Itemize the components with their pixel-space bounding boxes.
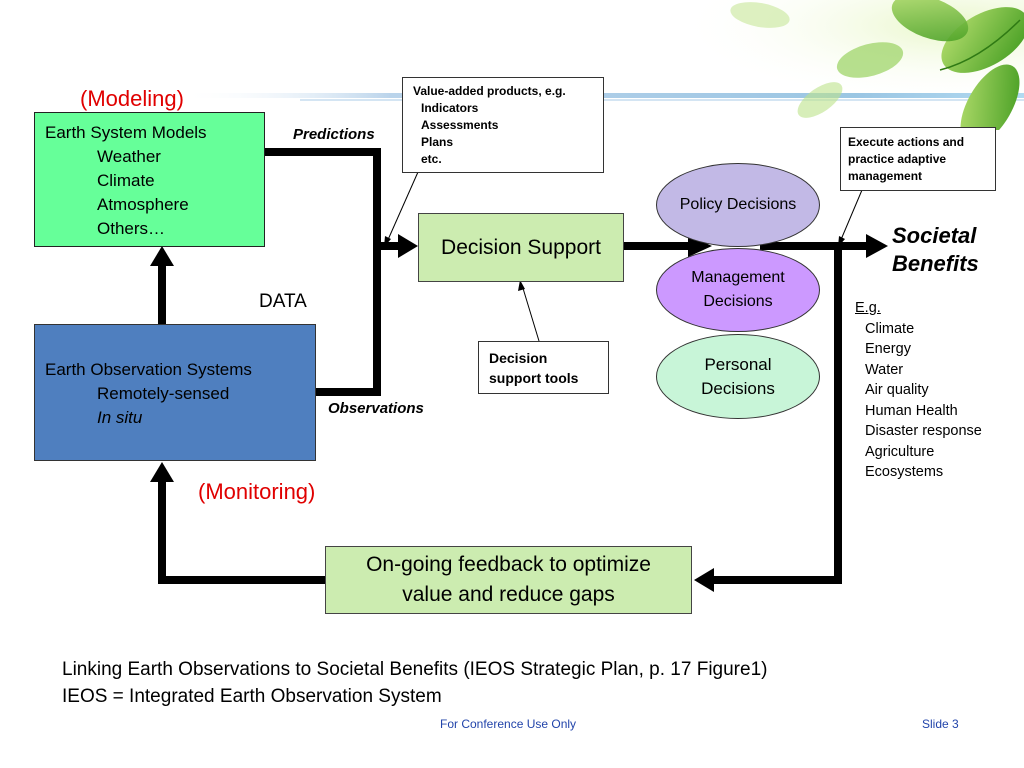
into-decision-support-arrowhead — [398, 234, 418, 258]
benefit-item: Air quality — [865, 382, 929, 398]
esm-item-climate: Climate — [97, 171, 155, 190]
feedback-line-1: On-going feedback to optimize — [366, 553, 651, 576]
policy-decisions-ellipse: Policy Decisions — [656, 163, 820, 247]
tools-line-1: Decision — [489, 350, 548, 366]
personal-decisions-ellipse: Personal Decisions — [656, 334, 820, 419]
execute-line-2: practice adaptive — [848, 152, 947, 166]
policy-decisions-label: Policy Decisions — [679, 196, 797, 213]
earth-observation-systems-box: Earth Observation Systems Remotely-sense… — [34, 324, 316, 461]
observations-label: Observations — [328, 400, 424, 417]
feedback-line-2: value and reduce gaps — [402, 583, 615, 606]
value-added-item-indicators: Indicators — [421, 101, 479, 115]
eos-to-esm-arrowhead — [150, 246, 174, 266]
decision-support-label: Decision Support — [441, 235, 601, 259]
esm-item-others: Others… — [97, 219, 166, 238]
benefit-item: Human Health — [865, 402, 958, 419]
execute-actions-callout: Execute actions and practice adaptive ma… — [840, 127, 996, 191]
benefit-item: Disaster response — [865, 423, 982, 439]
societal-benefits-list: E.g. Climate Energy Water Air quality Hu… — [855, 298, 982, 483]
figure-caption: Linking Earth Observations to Societal B… — [62, 656, 767, 710]
societal-benefits-line-1: Societal — [892, 223, 977, 248]
decision-support-box: Decision Support — [418, 213, 624, 282]
caption-line-2: IEOS = Integrated Earth Observation Syst… — [62, 686, 442, 707]
earth-system-models-box: Earth System Models Weather Climate Atmo… — [34, 112, 265, 247]
caption-line-1: Linking Earth Observations to Societal B… — [62, 659, 768, 680]
societal-benefits-line-2: Benefits — [892, 251, 979, 276]
value-added-title: Value-added products, e.g. — [413, 84, 566, 98]
feedback-arrowhead — [694, 568, 714, 592]
value-added-item-assessments: Assessments — [421, 118, 499, 132]
benefit-item: Water — [865, 361, 904, 378]
execute-pointer — [839, 189, 863, 243]
personal-line-2: Decisions — [701, 378, 775, 398]
esm-title: Earth System Models — [45, 123, 207, 142]
benefits-eg: E.g. — [855, 300, 881, 316]
eos-item-remote: Remotely-sensed — [97, 384, 230, 403]
management-line-1: Management — [691, 269, 785, 286]
eos-title: Earth Observation Systems — [45, 360, 252, 379]
data-label: DATA — [259, 291, 307, 312]
management-line-2: Decisions — [703, 293, 773, 310]
personal-line-1: Personal — [704, 354, 772, 374]
feedback-box: On-going feedback to optimize value and … — [325, 546, 692, 614]
tools-pointer — [521, 284, 540, 342]
slide-number: Slide 3 — [922, 717, 959, 731]
benefit-item: Energy — [865, 341, 911, 357]
value-added-pointer — [386, 171, 419, 243]
execute-line-1: Execute actions and — [848, 135, 965, 149]
feedback-to-eos-arrowhead — [150, 462, 174, 482]
value-added-item-etc: etc. — [421, 152, 442, 166]
decisions-to-benefits-arrowhead — [866, 234, 888, 258]
esm-item-atmosphere: Atmosphere — [97, 195, 189, 214]
benefit-item: Ecosystems — [865, 464, 944, 480]
tools-line-2: support tools — [489, 370, 579, 386]
value-added-item-plans: Plans — [421, 135, 454, 149]
societal-benefits-title: Societal Benefits — [892, 222, 979, 278]
management-decisions-ellipse: Management Decisions — [656, 248, 820, 332]
esm-item-weather: Weather — [97, 147, 161, 166]
monitoring-label: (Monitoring) — [198, 479, 316, 504]
modeling-label: (Modeling) — [80, 86, 184, 111]
eos-item-insitu: In situ — [97, 408, 143, 427]
footer-center-text: For Conference Use Only — [440, 717, 577, 731]
predictions-connector — [265, 148, 381, 246]
observations-connector — [316, 246, 381, 396]
value-added-products-callout: Value-added products, e.g. Indicators As… — [402, 77, 604, 173]
benefit-item: Climate — [865, 320, 915, 337]
execute-line-3: management — [848, 169, 923, 183]
predictions-label: Predictions — [293, 126, 375, 143]
decision-support-tools-callout: Decision support tools — [478, 341, 609, 394]
benefit-item: Agriculture — [865, 443, 935, 460]
